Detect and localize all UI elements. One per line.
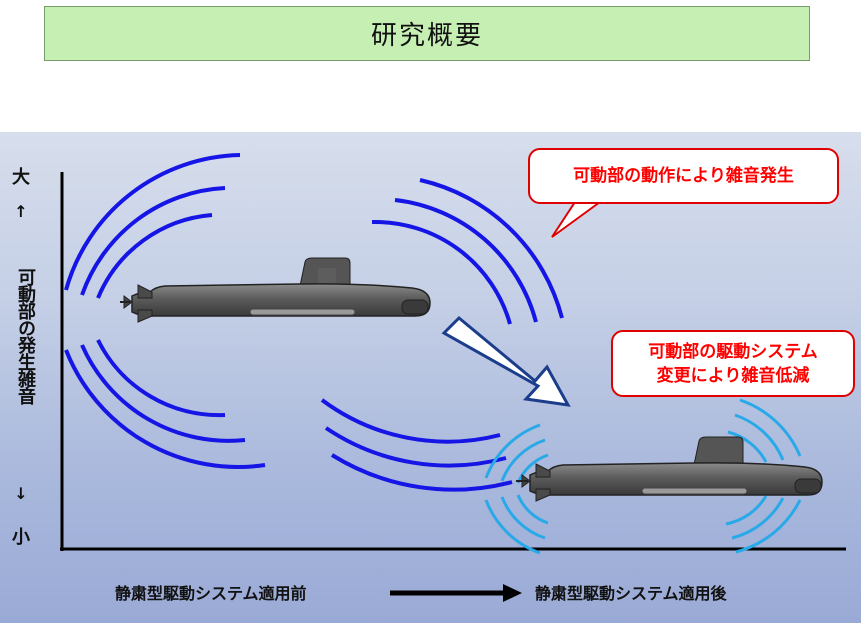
submarine-after [516, 436, 823, 502]
callout-before: 可動部の動作により雑音発生 [528, 148, 839, 204]
page-title: 研究概要 [370, 21, 483, 51]
title-box: 研究概要 [44, 6, 810, 61]
x-axis-before-label: 静粛型駆動システム適用前 [115, 584, 307, 603]
x-axis-after-label: 静粛型駆動システム適用後 [535, 584, 727, 603]
callout-before-pointer [551, 201, 601, 238]
y-axis-up-arrow: ↑ [14, 202, 28, 221]
loud-noise-waves-left [64, 153, 266, 469]
y-axis-high-label: 大 [12, 167, 30, 188]
callout-after: 可動部の駆動システム 変更により雑音低減 [611, 330, 855, 397]
x-axis-progress-arrow [390, 584, 522, 602]
quiet-noise-waves [484, 398, 802, 555]
callout-before-text: 可動部の動作により雑音発生 [573, 166, 794, 186]
y-axis-down-arrow: ↓ [14, 484, 28, 503]
improvement-arrow [441, 315, 571, 407]
callout-after-line1: 可動部の駆動システム [648, 342, 818, 362]
submarine-before [120, 257, 431, 323]
loud-noise-waves-right [320, 178, 564, 492]
callout-after-line2: 変更により雑音低減 [656, 366, 810, 386]
y-axis-low-label: 小 [12, 527, 30, 548]
y-axis-label: 可動部の発生雑音 [15, 268, 36, 404]
